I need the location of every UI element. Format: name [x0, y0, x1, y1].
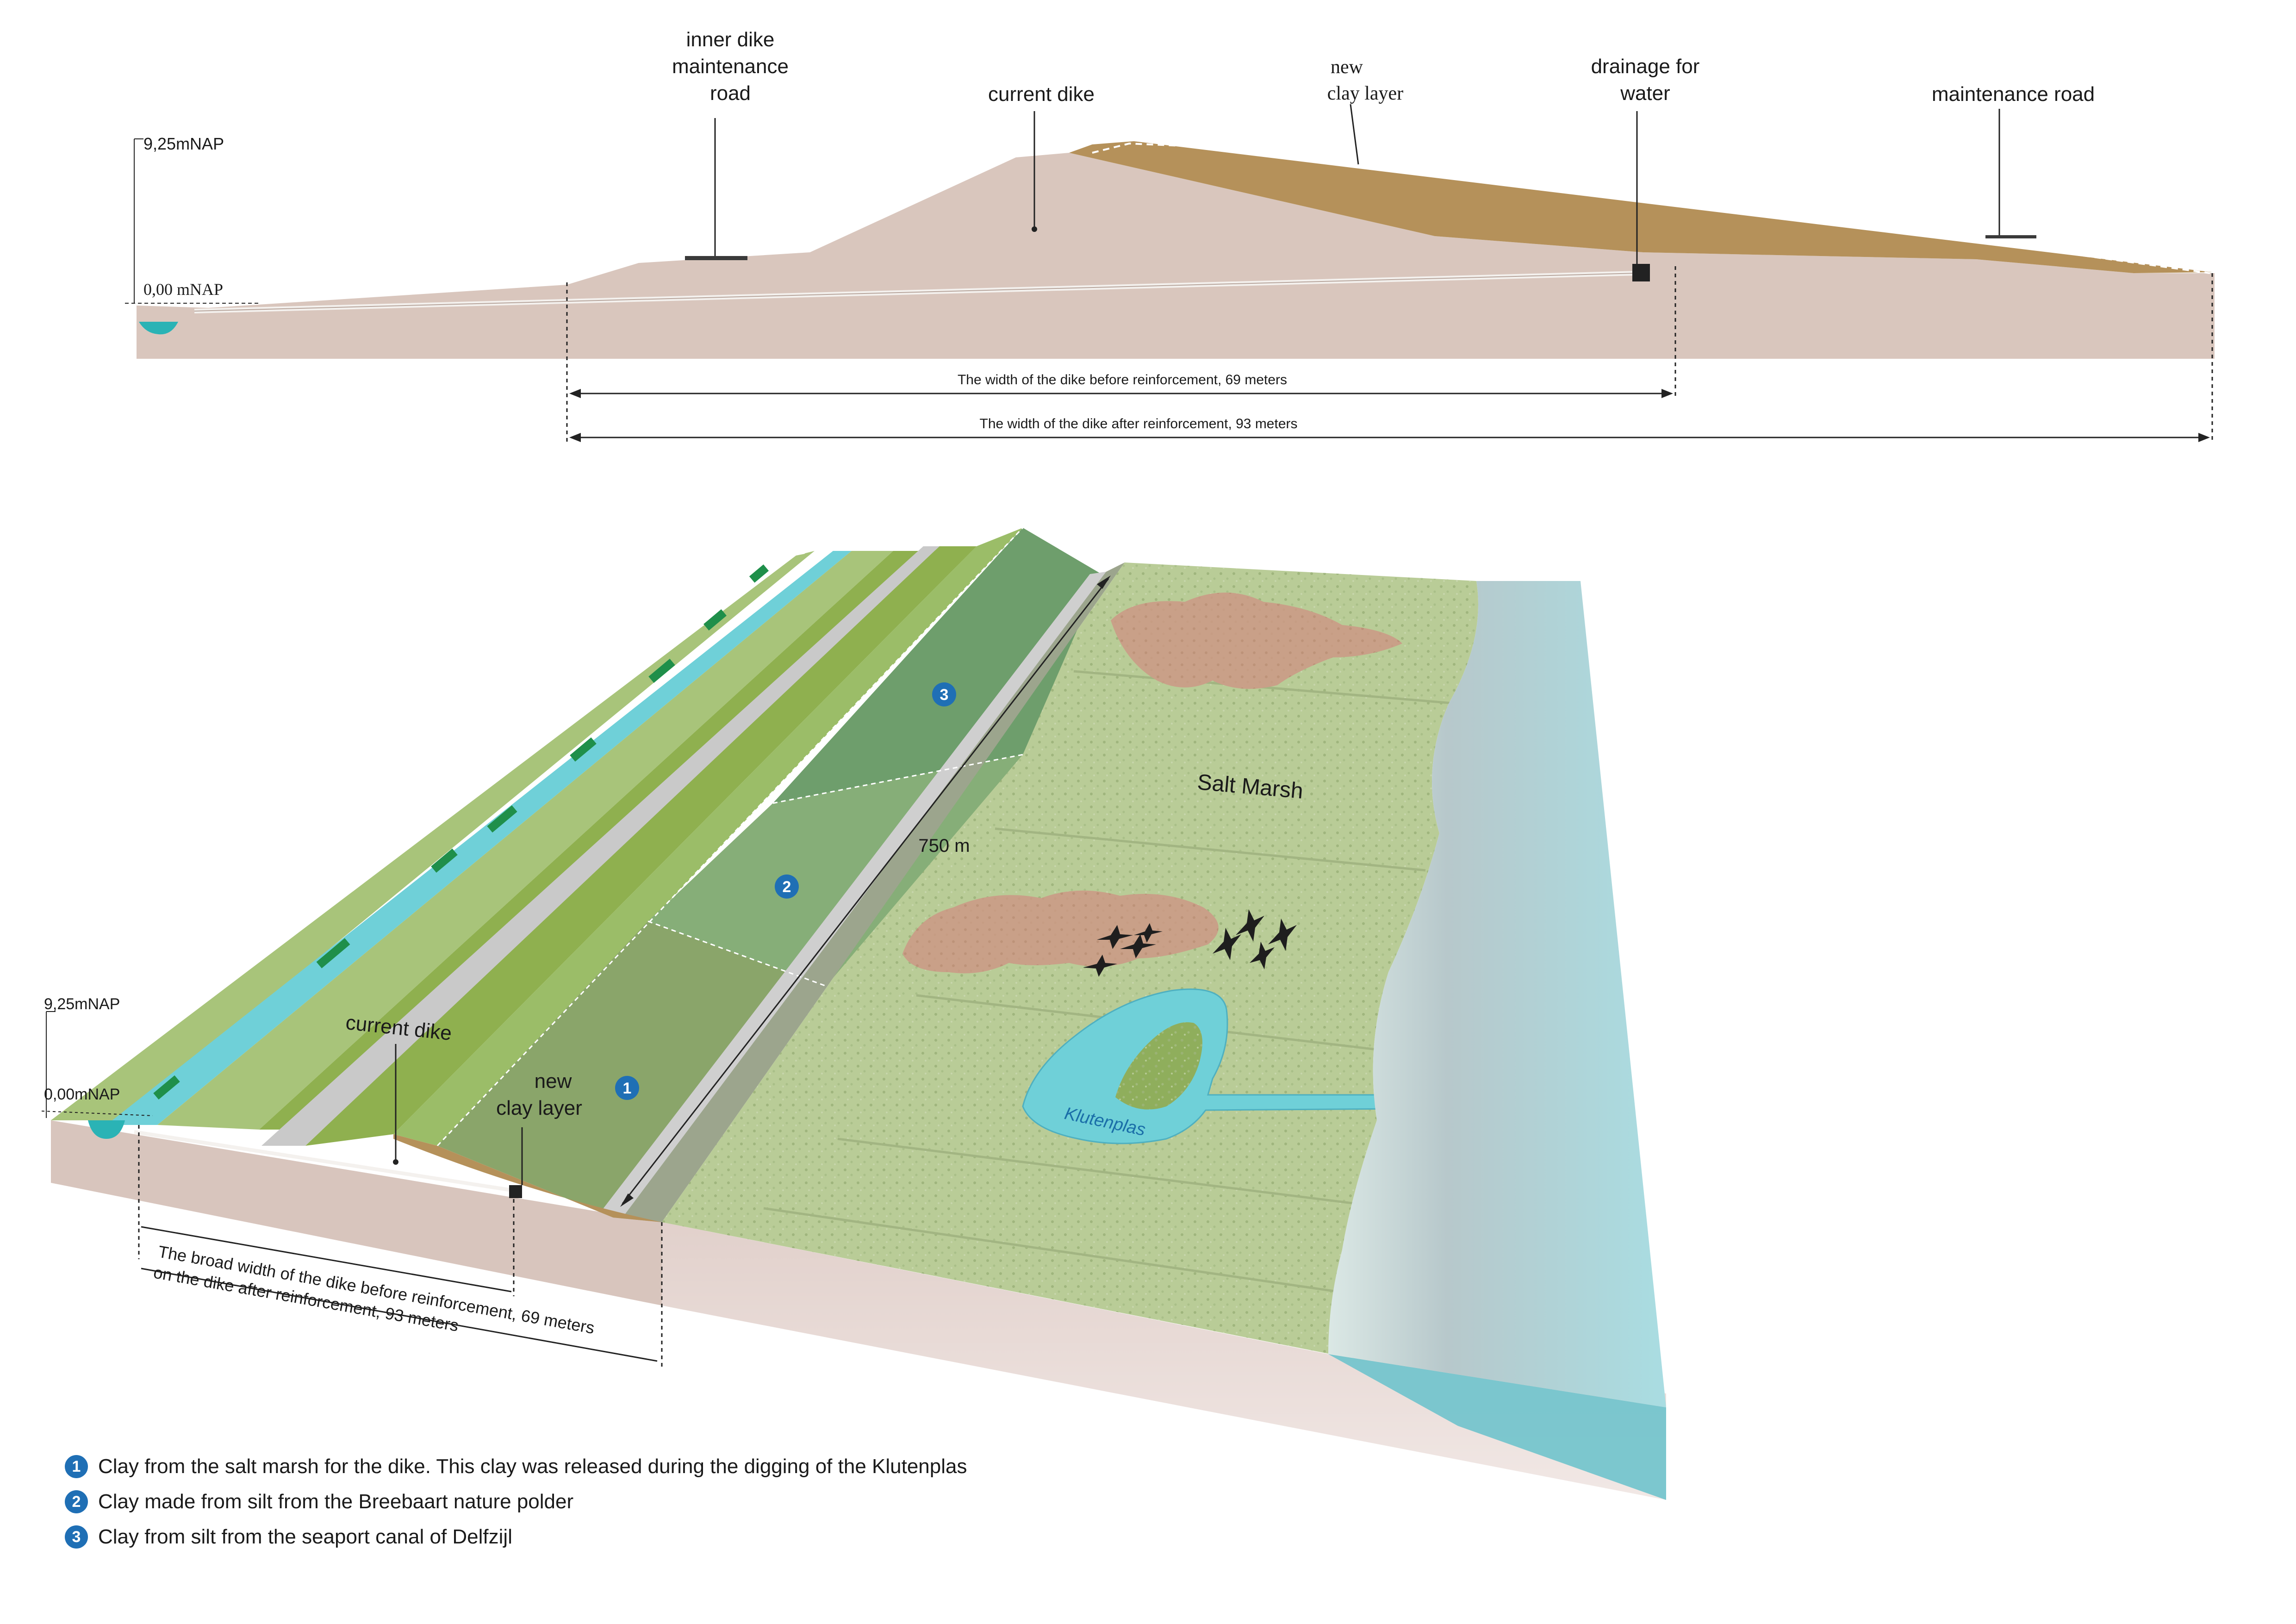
- inner-road-bar: [685, 256, 747, 260]
- inner-road-label-2: maintenance: [672, 55, 789, 78]
- svg-text:1: 1: [623, 1080, 632, 1097]
- ditch-water: [139, 322, 178, 335]
- front-drainage-box: [509, 1185, 522, 1198]
- legend-text-3: Clay from silt from the seaport canal of…: [98, 1525, 512, 1548]
- maint-road-grey: [261, 546, 940, 1146]
- section-badge-2: 2: [775, 874, 799, 899]
- klutenplas-pond: [1022, 988, 1403, 1144]
- legend-text-1: Clay from the salt marsh for the dike. T…: [98, 1455, 967, 1478]
- drainage-box: [1632, 264, 1650, 281]
- length-label: 750 m: [918, 836, 970, 856]
- width-before-label: The width of the dike before reinforceme…: [958, 372, 1287, 387]
- section-badge-3: 3: [932, 682, 956, 706]
- width-after-label: The width of the dike after reinforcemen…: [980, 416, 1298, 431]
- legend-badge-1: 1: [65, 1455, 88, 1478]
- section-badge-1: 1: [615, 1076, 639, 1100]
- legend-text-2: Clay made from silt from the Breebaart n…: [98, 1490, 574, 1513]
- drainage-label-1: drainage for: [1591, 55, 1700, 78]
- svg-text:3: 3: [940, 686, 949, 704]
- front-ditch: [88, 1120, 125, 1139]
- perspective-view: 1 2 3 9,25mNAP 0,00mNAP current dike new…: [41, 527, 1666, 1500]
- soil-body: [137, 153, 2215, 359]
- ground-floor: [662, 1222, 1666, 1500]
- new-clay-label-1: new: [1331, 56, 1363, 78]
- level-zero-label: 0,00 mNAP: [143, 280, 223, 299]
- legend: 1 Clay from the salt marsh for the dike.…: [65, 1449, 1268, 1555]
- maintenance-road-bar: [1985, 235, 2036, 238]
- front-clay-wedge: [393, 1134, 662, 1222]
- section-1-area: [437, 921, 826, 1218]
- sea-side-face: [1328, 1354, 1666, 1500]
- level-top-label: 9,25mNAP: [143, 134, 224, 153]
- new-clay-layer: [1069, 141, 2212, 273]
- p-level-zero-label: 0,00mNAP: [44, 1086, 120, 1103]
- p-level-top-label: 9,25mNAP: [44, 995, 120, 1013]
- outer-slope-upper: [393, 528, 1023, 1146]
- legend-badge-2: 2: [65, 1490, 88, 1513]
- legend-badge-3: 3: [65, 1525, 88, 1549]
- maintenance-road-label: maintenance road: [1932, 83, 2095, 106]
- cross-section: 9,25mNAP 0,00 mNAP inner dike maintenanc…: [125, 28, 2215, 442]
- inner-road-label-1: inner dike: [686, 28, 775, 51]
- sea: [1328, 581, 1666, 1407]
- p-new-clay-label-2: clay layer: [496, 1097, 582, 1119]
- inner-slope-light: [51, 553, 808, 1120]
- legend-item: 1 Clay from the salt marsh for the dike.…: [65, 1449, 1268, 1484]
- current-dike-label: current dike: [988, 83, 1095, 106]
- inner-road-label-3: road: [710, 82, 751, 105]
- drainage-label-2: water: [1620, 82, 1670, 105]
- berm-green: [157, 551, 893, 1130]
- ground-front-face: [51, 1120, 662, 1305]
- reeds: [153, 564, 769, 1100]
- current-dike-slope: [305, 546, 977, 1146]
- old-profile-dashed: [1092, 142, 2210, 274]
- svg-text:2: 2: [783, 878, 791, 896]
- ditch-strip: [106, 551, 852, 1125]
- birds-flock: [1083, 909, 1297, 977]
- legend-item: 3 Clay from silt from the seaport canal …: [65, 1519, 1268, 1555]
- new-clay-label-2: clay layer: [1327, 83, 1403, 104]
- section-3-area: [773, 528, 1101, 803]
- outer-road-grey: [602, 572, 1106, 1218]
- legend-item: 2 Clay made from silt from the Breebaart…: [65, 1484, 1268, 1519]
- p-new-clay-label-1: new: [535, 1070, 572, 1093]
